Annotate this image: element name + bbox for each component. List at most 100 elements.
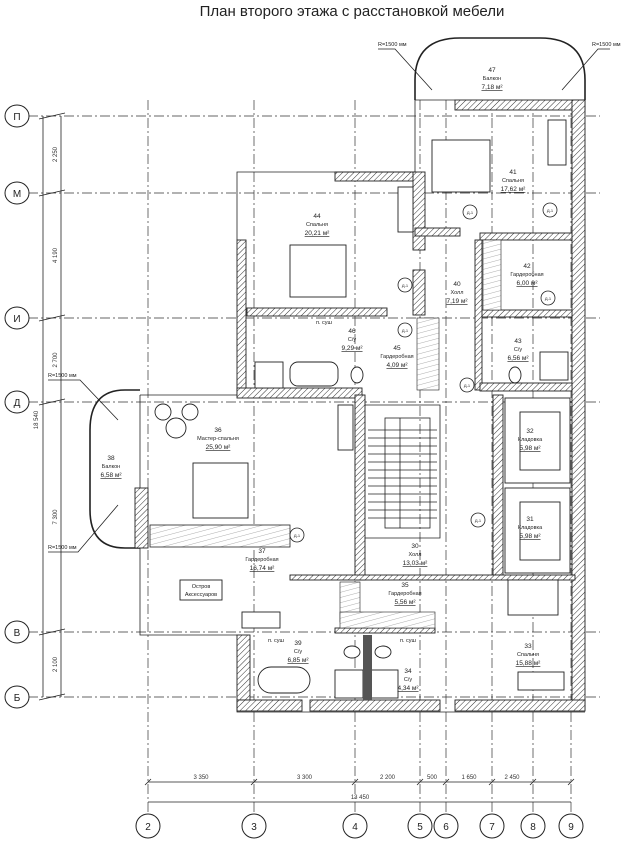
- room-name: Спальня: [517, 652, 539, 658]
- dimension-label: 500: [427, 775, 438, 781]
- radius-label: R=1500 мм: [48, 545, 77, 551]
- door-tag: [397, 322, 413, 338]
- desk-36: [337, 404, 354, 451]
- axis-label: М: [13, 189, 21, 200]
- room-area: 20,21 м²: [305, 230, 331, 237]
- towel-dryer-label: п. суш: [316, 320, 333, 326]
- axis-label: 9: [568, 822, 574, 833]
- room-name: Кладовка: [518, 525, 543, 531]
- room-area: 16,74 м²: [250, 565, 276, 572]
- towel-dryer-label: п. суш: [400, 638, 417, 644]
- dimension-label: 2 250: [53, 146, 59, 162]
- room-name: С/у: [514, 347, 523, 353]
- door-tag-label: Д-1: [402, 283, 409, 288]
- axis-marker: [4, 104, 30, 128]
- door-tag-label: Д-1: [475, 518, 482, 523]
- door-tag: [459, 377, 475, 393]
- axis-label: И: [13, 314, 20, 325]
- room-number: 36: [214, 427, 222, 434]
- toilet-34b: [374, 645, 392, 659]
- axis-label: 2: [145, 822, 151, 833]
- room-name: Гардеробная: [245, 557, 278, 563]
- room-name: Мастер-спальня: [197, 436, 239, 442]
- island-label-1: Остров: [192, 584, 211, 590]
- door-tag-label: Д-1: [547, 208, 554, 213]
- room-number: 35: [401, 582, 409, 589]
- room-area: 6,56 м²: [507, 355, 529, 362]
- room-number: 39: [294, 640, 302, 647]
- bathtub-39: [257, 666, 311, 694]
- axis-marker: [433, 813, 459, 839]
- radius-label: R=1500 мм: [378, 42, 407, 48]
- axis-marker: [342, 813, 368, 839]
- axis-label: 3: [251, 822, 257, 833]
- bed-33: [507, 579, 559, 616]
- desk-44: [397, 186, 414, 233]
- room-name: Холл: [409, 552, 422, 558]
- room-area: 7,19 м²: [446, 298, 468, 305]
- room-number: 37: [258, 548, 266, 555]
- room-area: 4,34 м²: [397, 685, 419, 692]
- door-tag: [289, 527, 305, 543]
- room-area: 15,88 м²: [516, 660, 542, 667]
- room-name: Холл: [451, 290, 464, 296]
- room-34: 34С/у 4,34 м²: [397, 668, 419, 692]
- room-name: Гардеробная: [380, 354, 413, 360]
- bed-36: [192, 462, 249, 519]
- axis-label: 5: [417, 822, 423, 833]
- room-name: Спальня: [502, 178, 524, 184]
- storage-shelves: [504, 397, 571, 574]
- room-number: 40: [453, 281, 461, 288]
- door-tag-label: Д-1: [545, 296, 552, 301]
- room-number: 34: [404, 668, 412, 675]
- dimension-label: 3 350: [193, 775, 209, 781]
- island-label-2: Аксессуаров: [185, 592, 217, 598]
- axis-marker: [135, 813, 161, 839]
- wardrobes: [149, 239, 502, 629]
- door-tag: [397, 277, 413, 293]
- chair: [165, 417, 187, 439]
- room-area: 6,58 м²: [100, 472, 122, 479]
- dimension-label: 2 450: [504, 775, 520, 781]
- bathtub-46: [289, 361, 339, 387]
- vanity-37: [241, 611, 281, 629]
- axis-marker: [520, 813, 546, 839]
- room-number: 44: [313, 213, 321, 220]
- axis-marker: [4, 181, 30, 205]
- axis-marker: [479, 813, 505, 839]
- room-area: 5,98 м²: [519, 533, 541, 540]
- dimension-label: 2 100: [53, 656, 59, 672]
- room-number: 41: [509, 169, 517, 176]
- plan-title: План второго этажа с расстановкой мебели: [200, 3, 505, 20]
- toilet-46: [350, 366, 364, 384]
- door-tag: [540, 290, 556, 306]
- axis-marker: [4, 620, 30, 644]
- dimension-label: 2 700: [53, 352, 59, 368]
- shower-43: [539, 351, 569, 381]
- dimension-total: 13 450: [351, 795, 370, 801]
- axis-marker: [4, 685, 30, 709]
- room-name: С/у: [404, 677, 413, 683]
- room-name: Кладовка: [518, 437, 543, 443]
- radius-leaders: [48, 48, 610, 553]
- room-area: 9,29 м²: [341, 345, 363, 352]
- towel-dryer-label: п. суш: [268, 638, 285, 644]
- balcony-38-outline: [89, 389, 140, 549]
- dimension-label: 4 190: [53, 247, 59, 263]
- axis-label: Д: [14, 398, 21, 409]
- furniture: [154, 119, 569, 700]
- desk-33: [517, 671, 565, 691]
- door-tag-label: Д-1: [402, 328, 409, 333]
- axis-marker: [407, 813, 433, 839]
- room-number: 33: [524, 643, 532, 650]
- room-43: 43С/у6,56 м²: [507, 338, 529, 362]
- room-area: 5,98 м²: [519, 445, 541, 452]
